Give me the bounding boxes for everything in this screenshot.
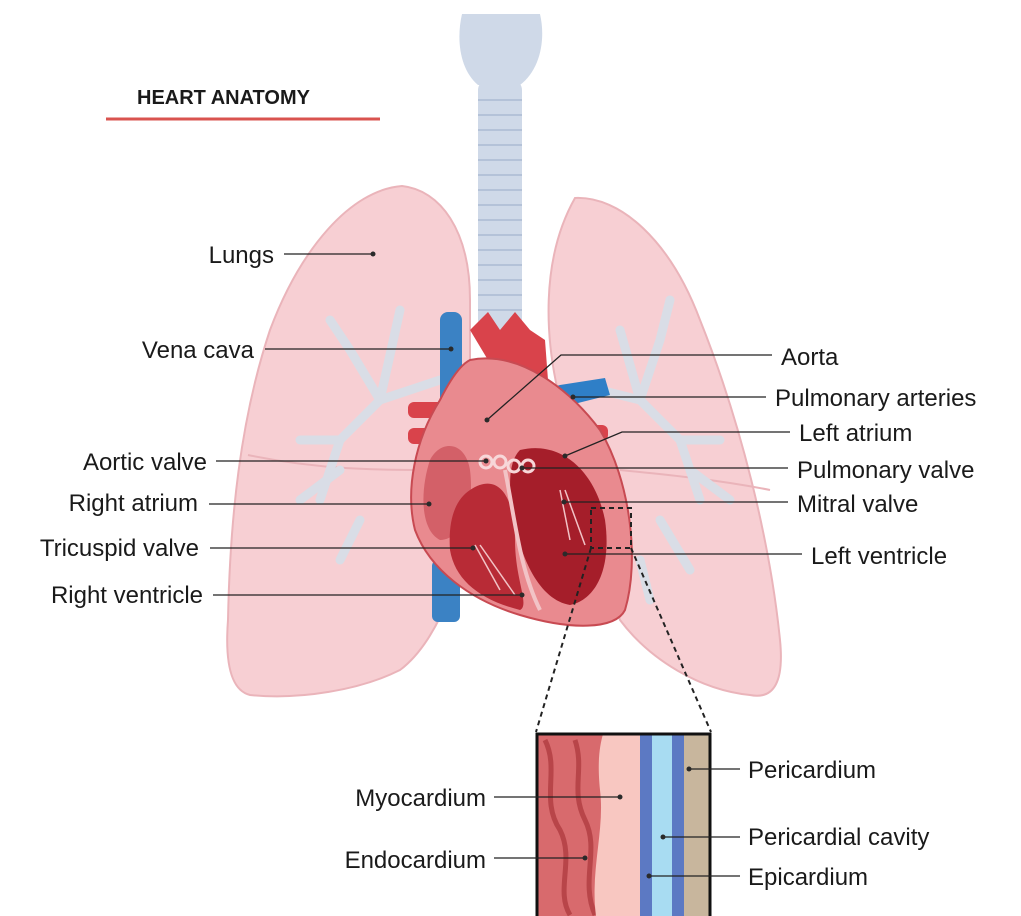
heart-wall-detail	[537, 734, 710, 916]
label-vena-cava-dot	[449, 347, 454, 352]
label-left-atrium-text: Left atrium	[799, 420, 912, 447]
endocardium-layer	[595, 734, 640, 916]
trachea	[459, 14, 542, 330]
label-pericardium: Pericardium	[687, 757, 877, 784]
label-vena-cava-text: Vena cava	[142, 337, 255, 364]
label-pulmonary-valve-dot	[520, 466, 525, 471]
label-right-ventricle-dot	[520, 593, 525, 598]
label-myocardium-dot	[618, 795, 623, 800]
label-right-ventricle-text: Right ventricle	[51, 582, 203, 609]
label-aorta-dot	[485, 418, 490, 423]
label-tricuspid-valve-dot	[471, 546, 476, 551]
larynx-shape	[459, 14, 542, 85]
label-left-atrium-dot	[563, 454, 568, 459]
label-lungs-dot	[371, 252, 376, 257]
label-endocardium-dot	[583, 856, 588, 861]
label-myocardium-text: Myocardium	[355, 785, 486, 812]
pericardium-layer	[684, 734, 710, 916]
label-aortic-valve-dot	[484, 459, 489, 464]
label-mitral-valve-text: Mitral valve	[797, 491, 918, 518]
pericardial-cavity-layer	[652, 734, 672, 916]
label-aorta-text: Aorta	[781, 344, 839, 371]
label-lungs-text: Lungs	[209, 242, 274, 269]
label-epicardium-text: Epicardium	[748, 864, 868, 891]
epicardium-layer	[640, 734, 652, 916]
label-pulmonary-arteries-dot	[571, 395, 576, 400]
label-pericardial-cavity-dot	[661, 835, 666, 840]
label-pulmonary-arteries-text: Pulmonary arteries	[775, 385, 976, 412]
diagram-title: HEART ANATOMY	[137, 87, 311, 109]
label-pericardium-dot	[687, 767, 692, 772]
label-pericardial-cavity-text: Pericardial cavity	[748, 824, 929, 851]
parietal-layer	[672, 734, 684, 916]
label-epicardium-dot	[647, 874, 652, 879]
label-mitral-valve-dot	[562, 500, 567, 505]
label-tricuspid-valve-text: Tricuspid valve	[40, 535, 199, 562]
label-pericardium-text: Pericardium	[748, 757, 876, 784]
label-endocardium-text: Endocardium	[345, 847, 486, 874]
label-pulmonary-valve-text: Pulmonary valve	[797, 457, 974, 484]
label-left-ventricle-dot	[563, 552, 568, 557]
label-left-ventricle-text: Left ventricle	[811, 543, 947, 570]
label-right-atrium-text: Right atrium	[69, 490, 198, 517]
label-aortic-valve-text: Aortic valve	[83, 449, 207, 476]
label-right-atrium-dot	[427, 502, 432, 507]
